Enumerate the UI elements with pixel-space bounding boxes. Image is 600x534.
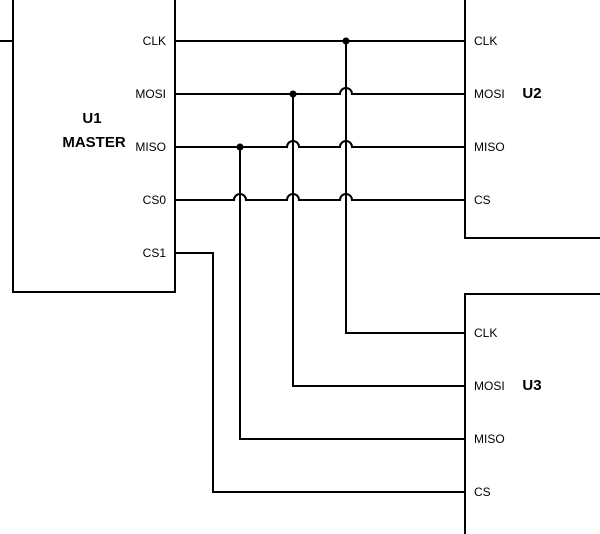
clk-branch-wire [345,41,465,334]
u1-ref-label: U1 [82,110,101,127]
cs1-wire [175,252,465,493]
u3-pin-cs: CS [474,485,491,499]
u2-pin-miso: MISO [474,140,505,154]
miso-wire [175,140,465,148]
u3-pin-miso: MISO [474,432,505,446]
mosi-junction [289,90,297,98]
u3-chip [464,293,600,534]
u2-chip [464,0,600,239]
u1-role-label: MASTER [62,134,126,151]
u2-pin-clk: CLK [474,34,497,48]
u1-master-chip [12,0,176,293]
u1-pin-clk: CLK [143,34,166,48]
u2-pin-mosi: MOSI [474,87,505,101]
u3-ref-label: U3 [522,377,541,394]
u2-pin-cs: CS [474,193,491,207]
u2-ref-label: U2 [522,85,541,102]
u1-pin-mosi: MOSI [135,87,166,101]
mosi-wire [175,87,465,95]
u1-pin-cs1: CS1 [143,246,167,260]
mosi-branch-wire [292,94,465,387]
miso-branch-wire [239,147,465,440]
u1-pin-miso: MISO [135,140,166,154]
cs0-wire [175,193,465,201]
miso-junction [236,143,244,151]
u3-pin-clk: CLK [474,326,497,340]
u3-pin-mosi: MOSI [474,379,505,393]
u1-pin-cs0: CS0 [143,193,167,207]
clk-junction [342,37,350,45]
